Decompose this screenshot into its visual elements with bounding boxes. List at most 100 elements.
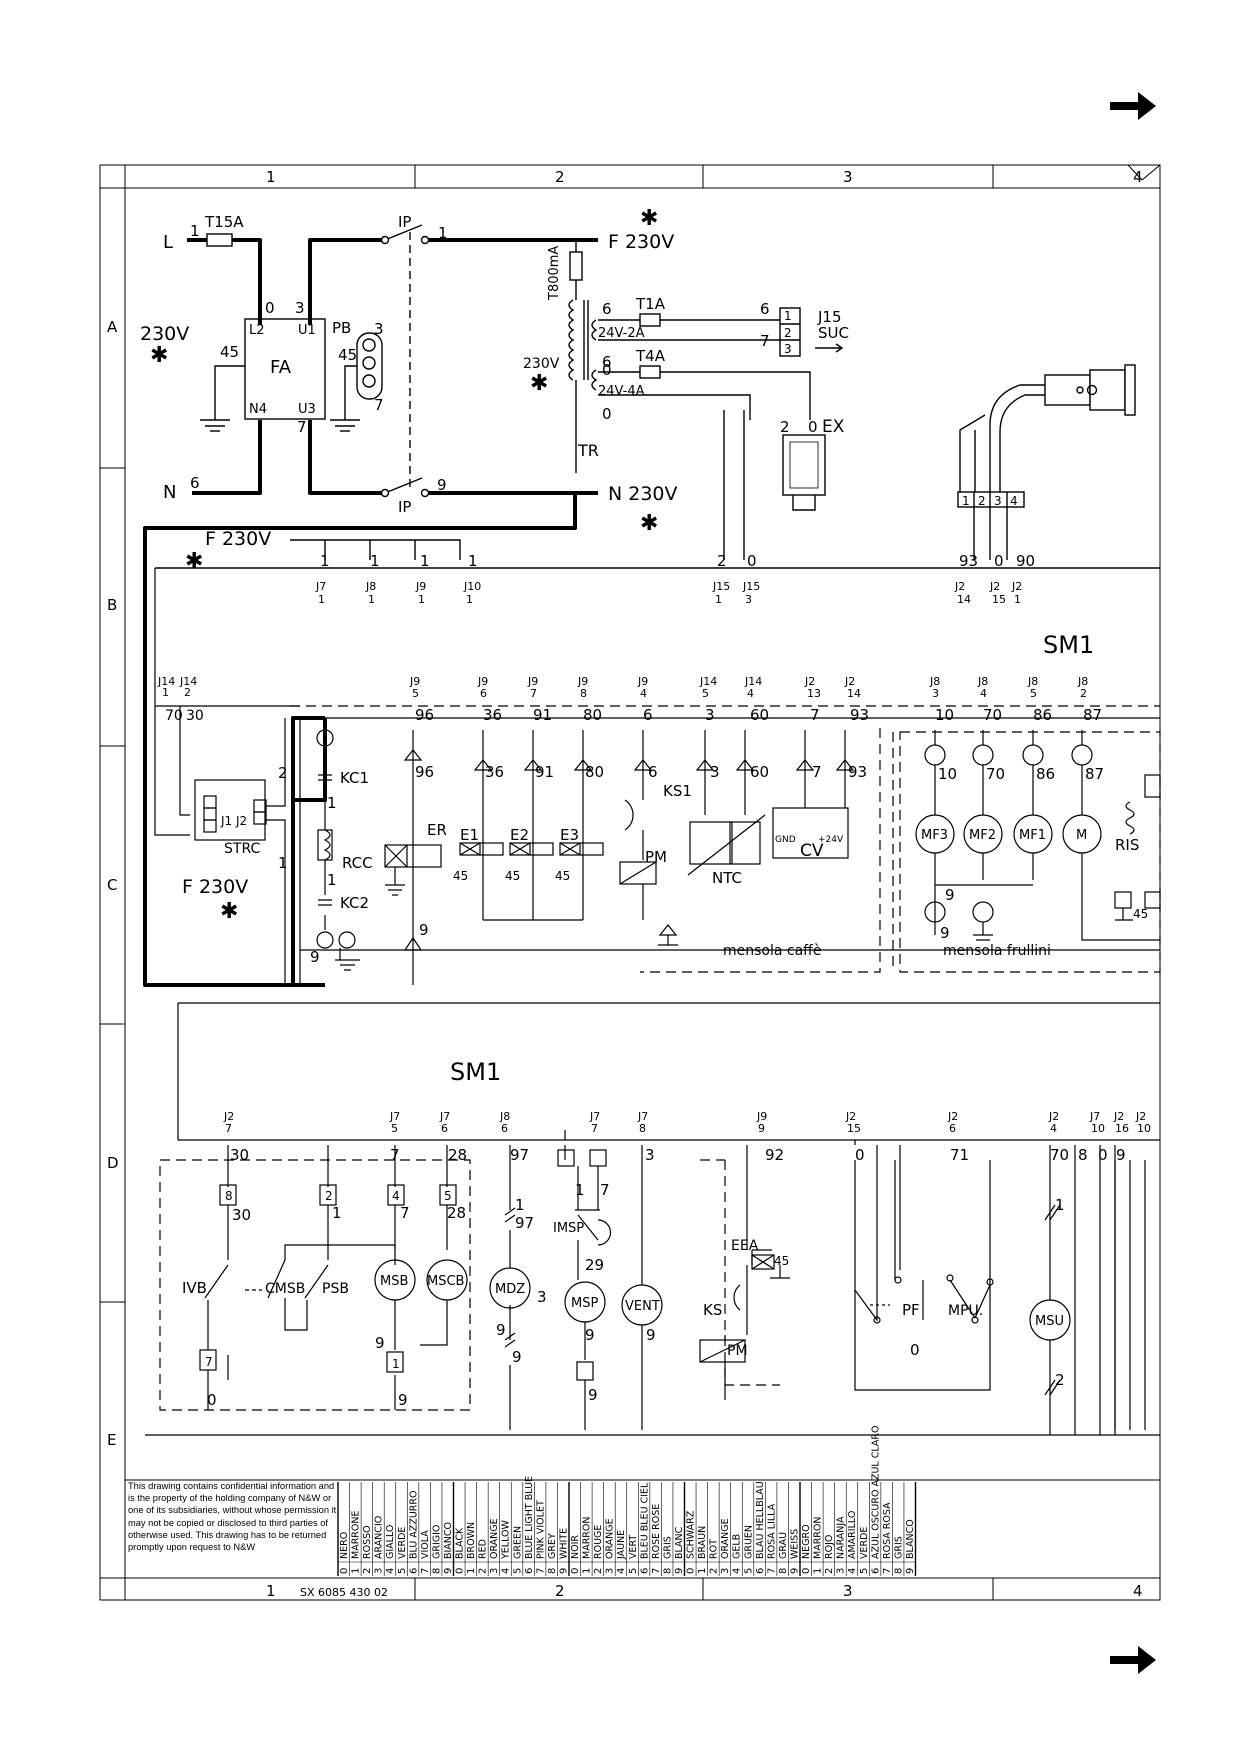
connector-id: J7	[589, 1110, 600, 1123]
label-l: L	[163, 232, 173, 253]
connector-id: J9	[756, 1110, 767, 1123]
t4a-label: T4A	[635, 347, 666, 365]
color-code: 2	[824, 1568, 835, 1574]
label-n: N	[163, 482, 176, 503]
color-name: GRIS	[893, 1536, 904, 1559]
connector-id: J2	[1135, 1110, 1146, 1123]
color-code: 8	[893, 1568, 904, 1574]
row-label-e: E	[107, 1431, 116, 1449]
connector-pin: 14	[847, 687, 861, 700]
color-name: ROSSO	[362, 1525, 373, 1559]
eea-label: EEA	[731, 1238, 759, 1254]
svg-text:80: 80	[585, 763, 604, 781]
col-label-2-bottom: 2	[555, 1582, 565, 1600]
color-code: 4	[385, 1568, 396, 1574]
color-name: WHITE	[558, 1528, 569, 1559]
t1a-label: T1A	[635, 295, 666, 313]
connector-id: J2	[1011, 580, 1022, 593]
svg-text:45: 45	[555, 869, 570, 883]
next-page-arrow-icon[interactable]	[1108, 88, 1158, 124]
wire-number: 1	[468, 552, 478, 570]
connector-pin: 1	[715, 593, 722, 606]
wire-number: 0	[994, 552, 1004, 570]
svg-text:6: 6	[602, 300, 612, 318]
fa-label: FA	[270, 357, 292, 378]
svg-text:45: 45	[774, 1254, 789, 1268]
connector-pin: 8	[580, 687, 587, 700]
svg-text:45: 45	[338, 346, 357, 364]
color-name: GRIGIO	[431, 1525, 442, 1559]
connector-pin: 16	[1115, 1122, 1129, 1135]
pm2-label: PM	[727, 1343, 748, 1359]
color-name: MARRON	[813, 1517, 824, 1559]
color-code: 5	[397, 1568, 408, 1574]
svg-text:7: 7	[600, 1181, 610, 1199]
color-code: 1	[697, 1568, 708, 1574]
connector-pin: 6	[501, 1122, 508, 1135]
j14-left-w1: 70	[165, 708, 183, 724]
mf2-label: MF2	[969, 828, 996, 843]
connector-id: J15	[712, 580, 730, 593]
color-code: 6	[755, 1568, 766, 1574]
gnd-label: GND	[775, 835, 796, 845]
color-name: NEGRO	[801, 1524, 812, 1559]
connector-pin: 3	[932, 687, 939, 700]
svg-text:9: 9	[588, 1386, 598, 1404]
pm-label: PM	[645, 848, 667, 866]
color-code: 2	[709, 1568, 720, 1574]
color-name: BRAUN	[697, 1526, 708, 1559]
connector-pin: 13	[807, 687, 821, 700]
color-name: MARRON	[582, 1517, 593, 1559]
svg-text:7: 7	[374, 396, 384, 414]
color-name: AMARILLO	[847, 1511, 858, 1559]
color-name: PINK VIOLET	[535, 1500, 546, 1559]
color-name: ORANGE	[605, 1518, 616, 1559]
connectors-row-d: J2730J757J7628J8697J77J783J9992J2150J267…	[223, 1110, 1151, 1164]
color-name: ORANGE	[489, 1518, 500, 1559]
row-label-c: C	[107, 876, 117, 894]
wire-number: 8	[1078, 1146, 1088, 1164]
wire-number: 10	[935, 706, 954, 724]
ip-label-bottom: IP	[398, 498, 411, 516]
ris-label: RIS	[1115, 836, 1139, 854]
mensola-caffe-label: mensola caffè	[723, 943, 821, 959]
mpu-label: MPU.	[948, 1303, 983, 1319]
tr-230v-label: 230V	[523, 356, 560, 372]
color-name: BLUE LIGHT BLUE	[524, 1476, 535, 1559]
drawing-number: SX 6085 430 02	[300, 1586, 388, 1599]
connector-id: J14	[699, 675, 717, 688]
color-name: ROT	[709, 1539, 720, 1559]
wire-number: 92	[765, 1146, 784, 1164]
wire-number: 3	[645, 1146, 655, 1164]
er-label: ER	[427, 821, 447, 839]
color-name: ROUGE	[593, 1525, 604, 1559]
color-name: VERDE	[859, 1527, 870, 1559]
svg-text:93: 93	[848, 763, 867, 781]
color-code: 0	[455, 1568, 466, 1574]
color-name: VIOLA	[420, 1530, 431, 1559]
wire-number: 70	[1050, 1146, 1069, 1164]
svg-text:10: 10	[938, 765, 957, 783]
svg-text:97: 97	[515, 1214, 534, 1232]
e2-label: E2	[510, 826, 529, 844]
next-page-arrow-icon-bottom[interactable]	[1108, 1642, 1158, 1678]
color-code: 5	[512, 1568, 523, 1574]
svg-text:5: 5	[444, 1189, 452, 1203]
color-code: 6	[524, 1568, 535, 1574]
svg-text:30: 30	[232, 1206, 251, 1224]
color-name: JAUNE	[616, 1530, 627, 1560]
svg-text:0: 0	[602, 405, 612, 423]
color-code: 0	[686, 1568, 697, 1574]
u3-label: U3	[298, 402, 316, 417]
sm1-bottom-label: SM1	[450, 1058, 501, 1086]
connector-id: J10	[463, 580, 481, 593]
ip-label-top: IP	[398, 213, 411, 231]
svg-text:9: 9	[375, 1334, 385, 1352]
star-icon: ✱	[220, 899, 238, 924]
connector-id: J8	[365, 580, 376, 593]
connector-pin: 7	[225, 1122, 232, 1135]
color-code: 7	[766, 1568, 777, 1574]
color-code: 9	[789, 1568, 800, 1574]
